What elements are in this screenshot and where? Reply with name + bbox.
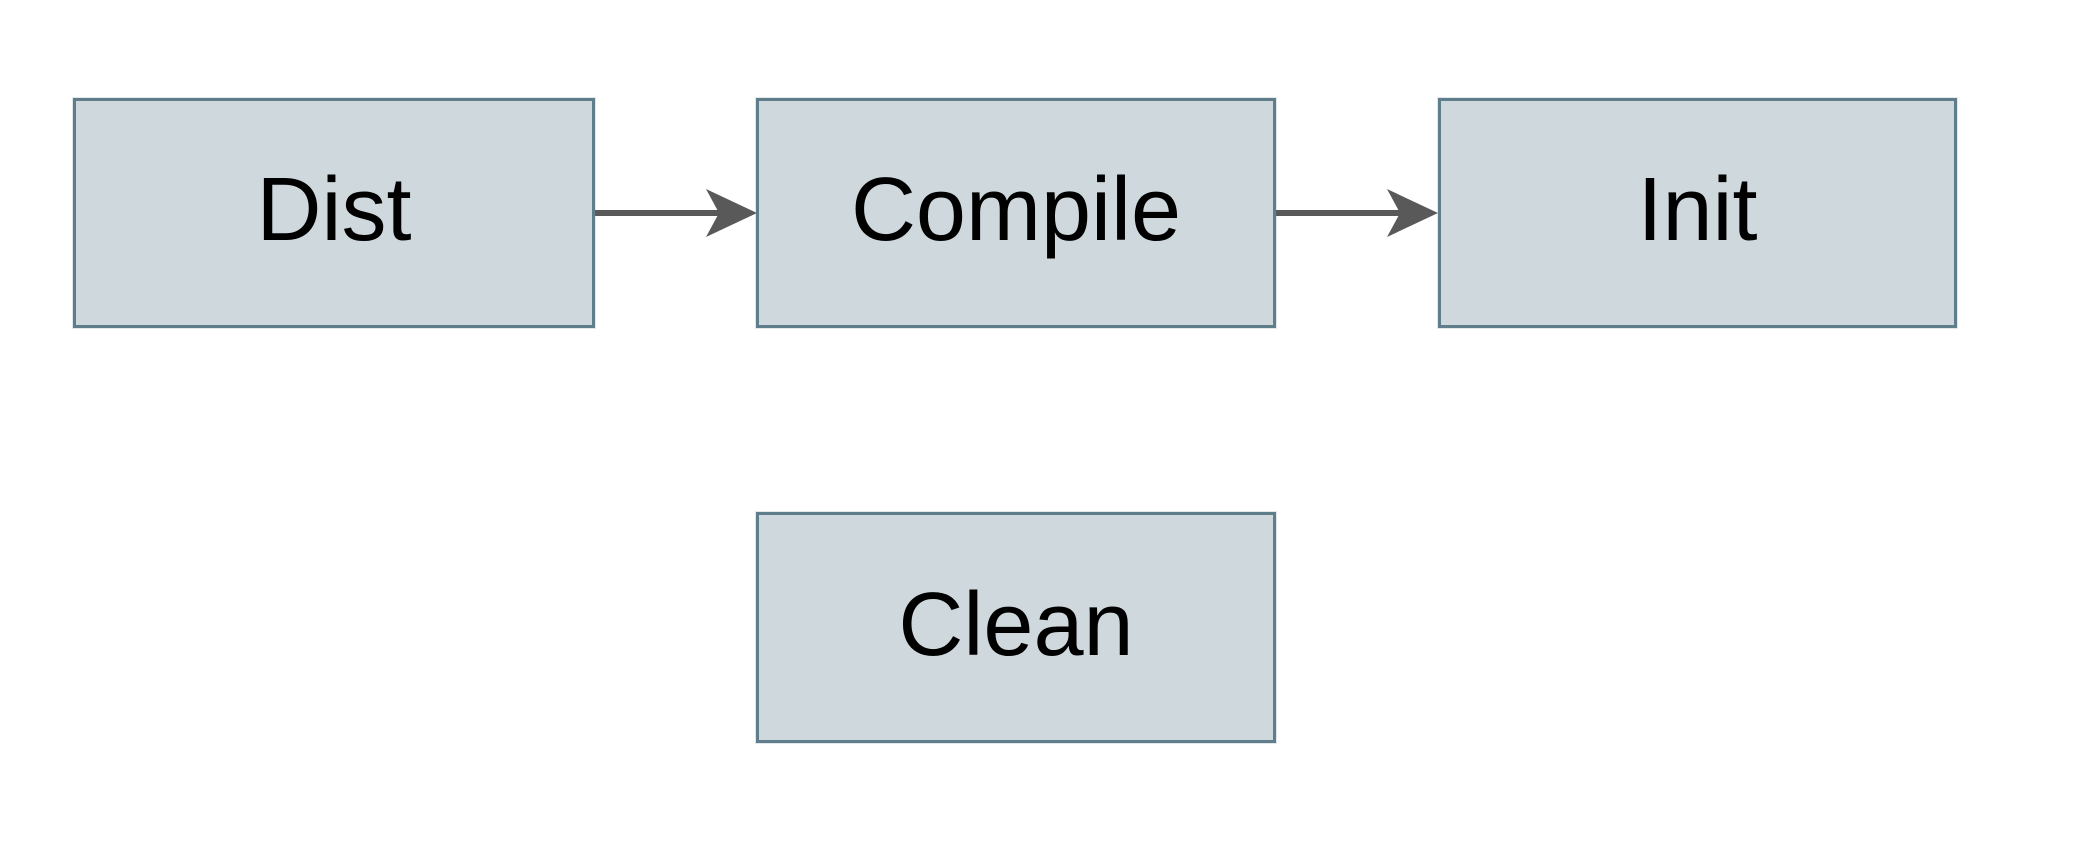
node-dist-label: Dist [256, 160, 412, 260]
node-compile: Compile [756, 98, 1276, 328]
arrow-head-icon [706, 189, 757, 237]
arrow-compile-to-init [1276, 189, 1438, 237]
node-init: Init [1438, 98, 1957, 328]
node-clean: Clean [756, 512, 1276, 743]
node-init-label: Init [1637, 160, 1758, 260]
node-dist: Dist [73, 98, 595, 328]
node-compile-label: Compile [850, 160, 1182, 260]
node-clean-label: Clean [898, 574, 1134, 675]
arrow-head-icon [1387, 189, 1438, 237]
arrow-dist-to-compile [595, 189, 757, 237]
